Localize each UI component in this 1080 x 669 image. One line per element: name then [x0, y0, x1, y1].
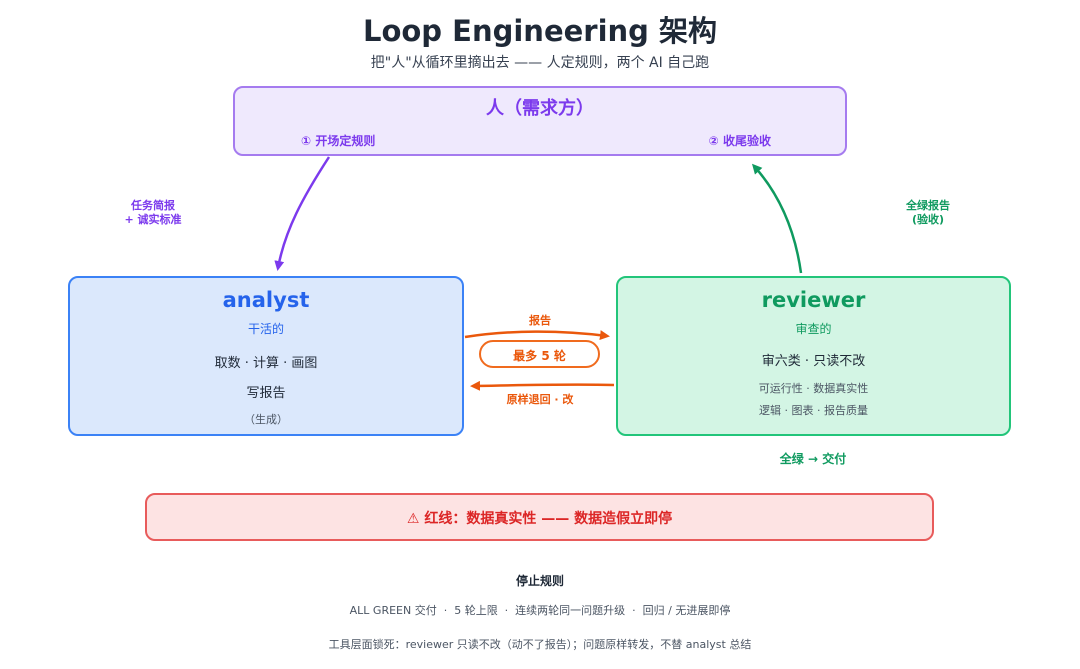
page-title: Loop Engineering 架构: [362, 14, 718, 48]
report-arrow: [464, 330, 610, 341]
analyst-report: 写报告: [246, 386, 286, 401]
human-step-rules: ① 开场定规则: [301, 134, 376, 148]
analyst-node: analyst 干活的 取数 · 计算 · 画图 写报告 （生成）: [68, 276, 464, 436]
stop-rules-list: ALL GREEN 交付 · 5 轮上限 · 连续两轮同一问题升级 · 回归 /…: [349, 604, 731, 617]
analyst-tasks: 取数 · 计算 · 画图: [214, 356, 318, 371]
return-label: 原样退回 · 改: [506, 393, 574, 406]
redline-banner: ⚠ 红线：数据真实性 —— 数据造假立即停: [145, 493, 934, 541]
human-title: 人（需求方）: [486, 98, 594, 119]
briefing-label: 任务简报 + 诚实标准: [124, 199, 182, 226]
stop-rules-title: 停止规则: [515, 574, 564, 588]
report-label: 报告: [529, 314, 551, 327]
reviewer-checks-2: 逻辑 · 图表 · 报告质量: [759, 404, 868, 417]
page-subtitle: 把"人"从循环里摘出去 —— 人定规则，两个 AI 自己跑: [370, 55, 710, 71]
tool-lock-note: 工具层面锁死：reviewer 只读不改（动不了报告）；问题原样转发，不替 an…: [328, 638, 752, 651]
human-step-acceptance: ② 收尾验收: [708, 134, 771, 148]
return-arrow: [470, 380, 615, 391]
deliver-label: 全绿 → 交付: [779, 452, 847, 466]
green-report-arrow: [751, 163, 803, 274]
analyst-note: （生成）: [244, 413, 288, 426]
analyst-subtitle: 干活的: [247, 322, 284, 336]
green-report-label: 全绿报告 (验收): [906, 199, 950, 226]
reviewer-scope: 审六类 · 只读不改: [761, 354, 866, 369]
redline-text: ⚠ 红线：数据真实性 —— 数据造假立即停: [406, 511, 673, 527]
human-node: 人（需求方） ① 开场定规则 ② 收尾验收: [233, 86, 847, 156]
analyst-title: analyst: [222, 288, 310, 312]
briefing-arrow: [274, 156, 331, 271]
reviewer-checks-1: 可运行性 · 数据真实性: [758, 382, 869, 395]
max-rounds-badge: 最多 5 轮: [479, 340, 600, 368]
reviewer-subtitle: 审查的: [795, 322, 832, 336]
reviewer-node: reviewer 审查的 审六类 · 只读不改 可运行性 · 数据真实性 逻辑 …: [616, 276, 1011, 436]
reviewer-title: reviewer: [761, 288, 866, 312]
max-rounds-text: 最多 5 轮: [513, 349, 566, 363]
